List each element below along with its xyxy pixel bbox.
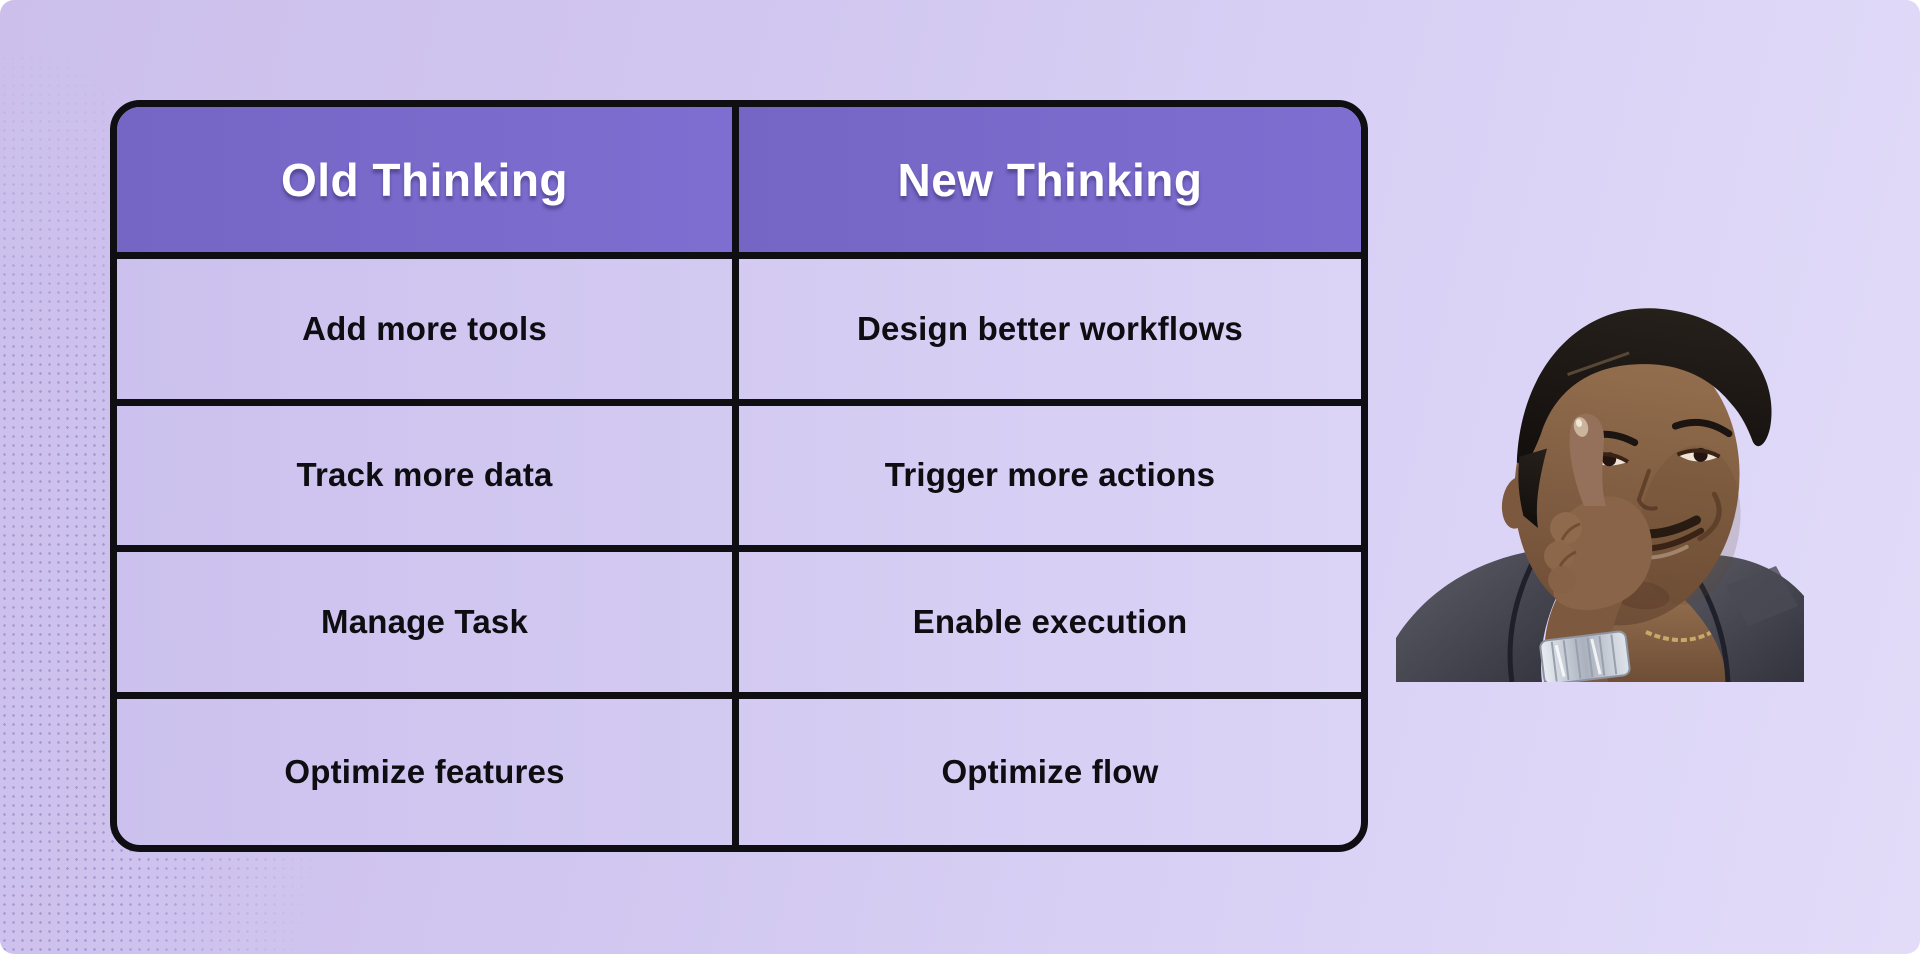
table-cell-new-3: Enable execution <box>739 552 1361 699</box>
comparison-table: Old Thinking New Thinking Add more tools… <box>110 100 1368 852</box>
thinking-guy-illustration <box>1396 308 1804 682</box>
table-cell-new-2: Trigger more actions <box>739 406 1361 552</box>
header-old-thinking-label: Old Thinking <box>280 153 569 206</box>
table-cell-new-1: Design better workflows <box>739 259 1361 406</box>
header-old-thinking: Old Thinking <box>117 107 739 259</box>
table-cell-old-4: Optimize features <box>117 698 739 845</box>
cell-text: Design better workflows <box>856 309 1243 347</box>
cell-text: Track more data <box>296 456 553 494</box>
header-new-thinking: New Thinking <box>739 107 1361 259</box>
table-cell-old-2: Track more data <box>117 405 739 552</box>
table-cell-old-3: Manage Task <box>117 552 739 699</box>
cell-text: Trigger more actions <box>884 456 1216 494</box>
cell-text: Add more tools <box>302 309 547 347</box>
cell-text: Optimize flow <box>941 752 1159 790</box>
table-cell-new-4: Optimize flow <box>739 699 1361 846</box>
header-new-thinking-label: New Thinking <box>897 153 1203 206</box>
cell-text: Manage Task <box>321 602 528 640</box>
cell-text: Enable execution <box>912 602 1188 640</box>
table-cell-old-1: Add more tools <box>117 259 739 406</box>
roll-safe-meme-image <box>1396 266 1804 682</box>
cell-text: Optimize features <box>284 752 565 790</box>
